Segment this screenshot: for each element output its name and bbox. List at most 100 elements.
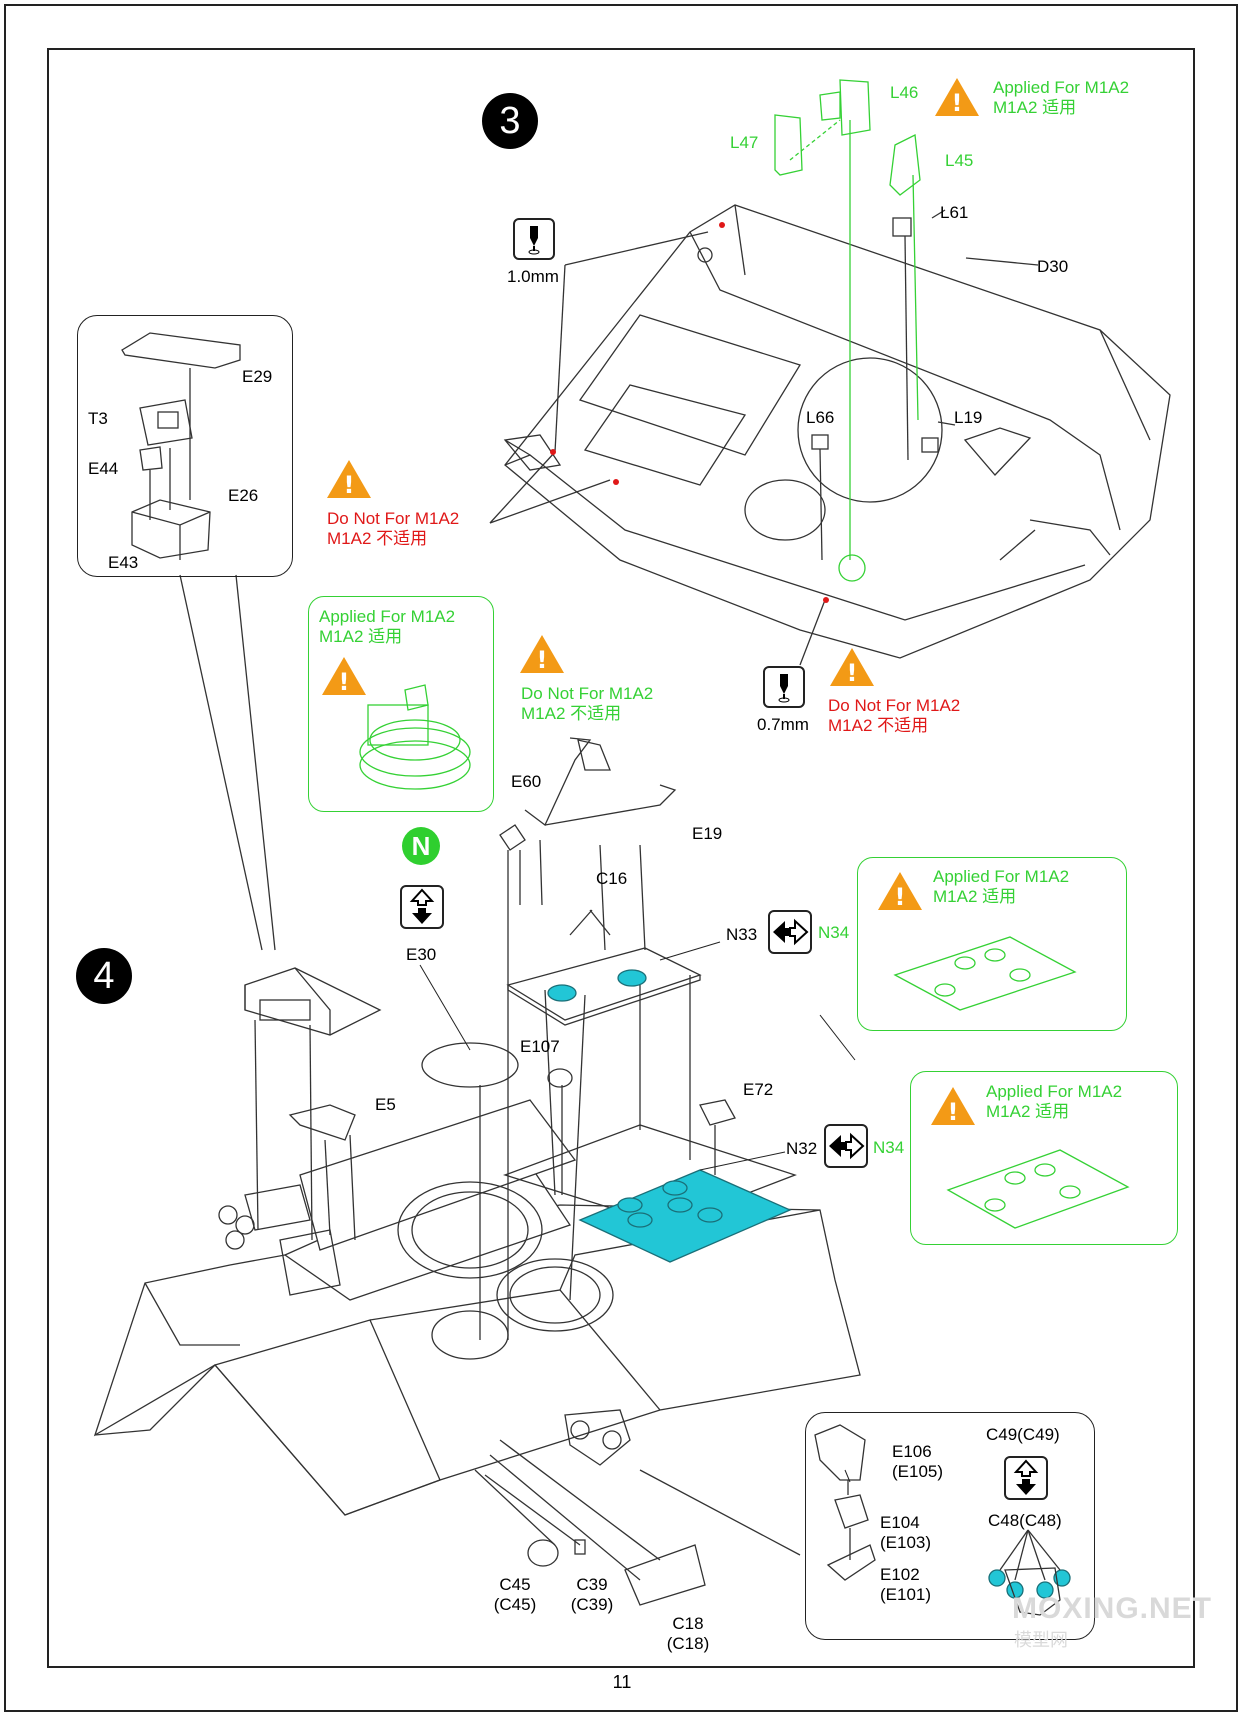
svg-text:!: ! (537, 646, 548, 674)
hull-top-d30 (503, 204, 1171, 659)
green-parts-step3 (774, 79, 921, 582)
page-outer-border (4, 4, 1238, 1712)
note-line: M1A2 适用 (993, 98, 1077, 117)
part-code: E106 (892, 1442, 932, 1461)
part-label-n34-b: N34 (873, 1138, 905, 1157)
green-n34-panels (893, 936, 1130, 1229)
up-down-arrow-icon (400, 885, 444, 929)
note-line: M1A2 不适用 (828, 716, 929, 735)
part-alt-code: (E105) (892, 1462, 944, 1481)
part-label-e107: E107 (520, 1037, 560, 1056)
part-label-c48: C48(C48) (988, 1511, 1062, 1530)
part-alt-code: (E101) (880, 1585, 932, 1604)
note-line: M1A2 不适用 (521, 704, 622, 723)
step4-parts (244, 737, 801, 1606)
svg-text:!: ! (952, 89, 963, 117)
page-inner-border (47, 48, 1195, 1668)
drill-size-label-1: 1.0mm (507, 267, 559, 286)
note-line: Do Not For M1A2 (327, 509, 460, 528)
step-number-3: 3 (482, 93, 538, 149)
note-line: M1A2 适用 (933, 887, 1017, 906)
part-label-n34-a: N34 (818, 923, 850, 942)
cyan-parts (547, 969, 792, 1263)
green-turret-part (359, 684, 471, 790)
part-label-l46: L46 (890, 83, 919, 102)
drill-size-label-2: 0.7mm (757, 715, 809, 734)
note-line: Applied For M1A2 (319, 607, 456, 626)
note-line: M1A2 适用 (986, 1102, 1070, 1121)
part-label-e104: E104(E103) (880, 1513, 931, 1553)
note-line: M1A2 适用 (319, 627, 403, 646)
part-label-e19: E19 (692, 824, 723, 843)
applied-box-turret (308, 596, 494, 812)
part-label-e102: E102(E101) (880, 1565, 931, 1605)
bottom-right-detail-box (805, 1412, 1095, 1640)
step-number-4: 4 (76, 948, 132, 1004)
warning-triangles: ! ! ! ! ! ! ! (322, 78, 979, 1126)
note-line: Applied For M1A2 (993, 78, 1130, 97)
swap-arrow-icon (824, 1124, 868, 1168)
watermark-sub: 模型网 (1014, 1630, 1068, 1650)
note-line: M1A2 不适用 (327, 529, 428, 548)
up-down-arrow-icon (1004, 1456, 1048, 1500)
left-detail-box (77, 315, 293, 577)
part-label-c18: C18(C18) (663, 1614, 713, 1654)
part-code: C18 (672, 1614, 704, 1633)
note-line: Do Not For M1A2 (828, 696, 961, 715)
part-label-c49: C49(C49) (986, 1425, 1060, 1444)
part-label-e29: E29 (242, 367, 273, 386)
part-code: E104 (880, 1513, 920, 1532)
svg-text:!: ! (895, 883, 906, 911)
part-alt-code: (C18) (666, 1634, 710, 1653)
drill-icon (763, 666, 805, 708)
part-label-n32: N32 (786, 1139, 818, 1158)
part-label-e5: E5 (375, 1095, 396, 1114)
svg-text:!: ! (948, 1098, 959, 1126)
part-label-e30: E30 (406, 945, 437, 964)
applied-box-n34-a (857, 857, 1127, 1031)
part-label-e43: E43 (108, 553, 139, 572)
part-label-n33: N33 (726, 925, 758, 944)
part-alt-code: (C39) (570, 1595, 614, 1614)
part-label-e72: E72 (743, 1080, 774, 1099)
page-number: 11 (612, 1672, 632, 1692)
part-label-c45: C45(C45) (490, 1575, 540, 1615)
swap-arrow-icon (768, 910, 812, 954)
part-code: E102 (880, 1565, 920, 1584)
part-label-t3: T3 (88, 409, 108, 428)
part-label-l47: L47 (730, 133, 759, 152)
svg-text:!: ! (847, 659, 858, 687)
part-label-c39: C39(C39) (567, 1575, 617, 1615)
part-alt-code: (C45) (493, 1595, 537, 1614)
left-detail-parts (121, 332, 276, 951)
part-code: C39 (576, 1575, 608, 1594)
part-alt-code: (E103) (880, 1533, 932, 1552)
n-badge: N (402, 827, 440, 865)
part-label-l66: L66 (806, 408, 835, 427)
svg-text:!: ! (344, 471, 355, 499)
part-label-e60: E60 (511, 772, 542, 791)
part-label-l45: L45 (945, 151, 974, 170)
svg-text:!: ! (339, 668, 350, 696)
part-label-e44: E44 (88, 459, 119, 478)
part-label-d30: D30 (1037, 257, 1069, 276)
applied-box-n34-b (910, 1071, 1178, 1245)
note-line: Do Not For M1A2 (521, 684, 654, 703)
part-code: C45 (499, 1575, 531, 1594)
part-label-l19: L19 (954, 408, 983, 427)
hull-body (93, 1099, 861, 1516)
note-line: Applied For M1A2 (933, 867, 1070, 886)
bottom-right-detail-parts (814, 1424, 876, 1581)
watermark: MOXING.NET (1012, 1592, 1213, 1625)
part-label-e26: E26 (228, 486, 259, 505)
part-label-c16: C16 (596, 869, 628, 888)
part-label-l61: L61 (940, 203, 969, 222)
